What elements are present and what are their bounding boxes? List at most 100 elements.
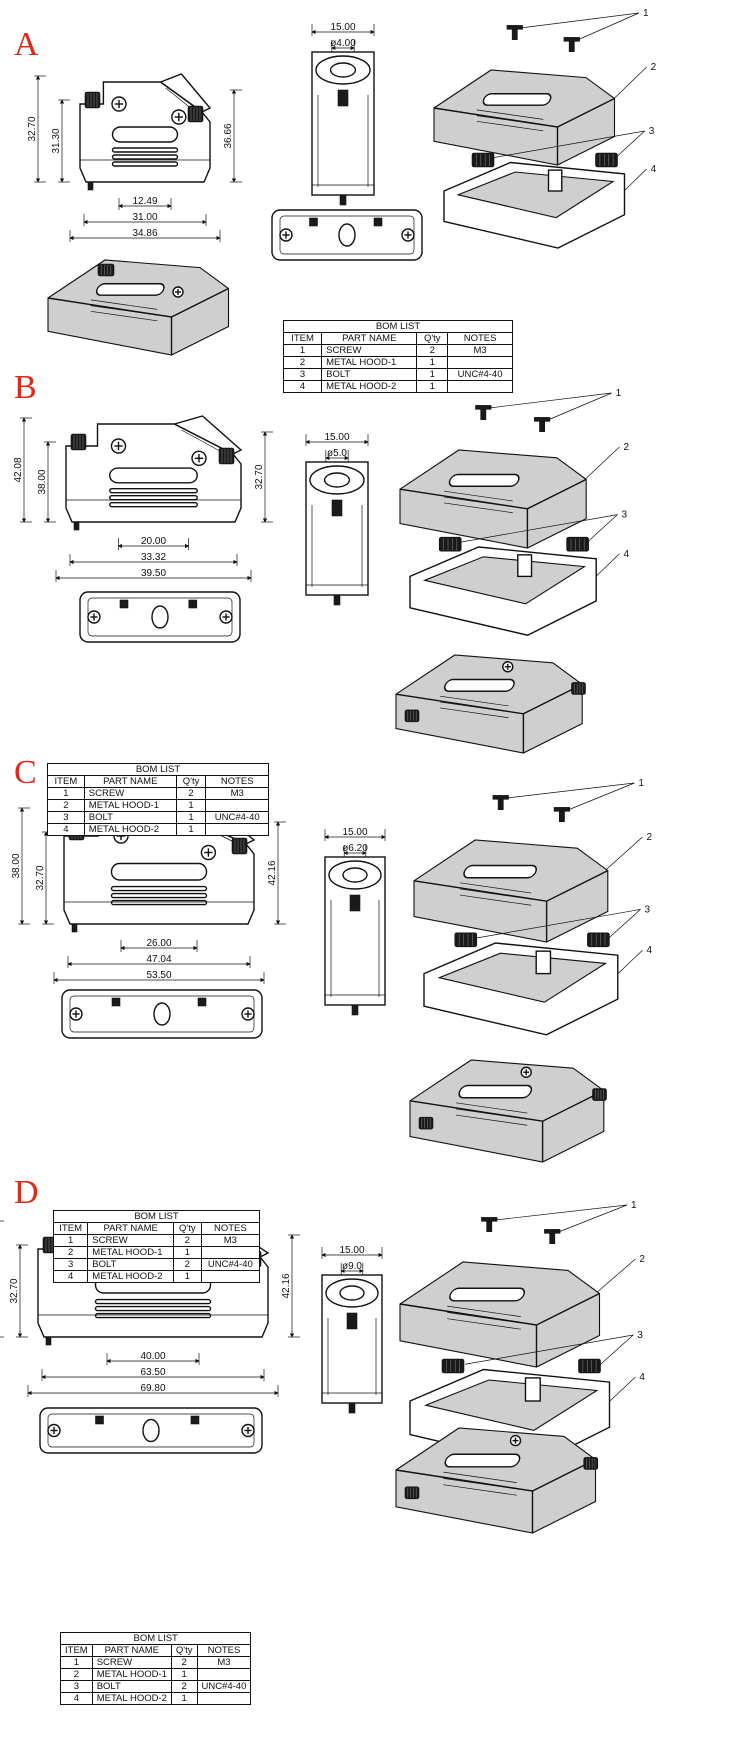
exploded-bolt-right-knob — [595, 152, 618, 168]
bom-cell — [196, 1692, 252, 1705]
side-bolt-tip — [351, 1004, 359, 1016]
bom-cell: UNC#4-40 — [447, 368, 513, 381]
exploded-bolt-right-knob — [587, 932, 610, 948]
dim-total-height-label: 38.00 — [11, 853, 22, 878]
front-bolt-left-knob — [70, 433, 87, 451]
dim-total-width-label: 69.80 — [140, 1383, 165, 1394]
bom-header: PART NAME — [91, 1644, 172, 1657]
vent-slot — [94, 1298, 212, 1305]
assembled-bolt-left-knob — [418, 1116, 434, 1130]
bom-cell — [205, 799, 269, 812]
iso-clamp-post — [535, 950, 552, 975]
bom-cell: SCREW — [83, 787, 177, 800]
bom-cell: METAL HOOD-2 — [87, 1270, 174, 1283]
bom-cell: 2 — [52, 1246, 89, 1259]
bom-cell — [200, 1270, 261, 1283]
bottom-hole — [142, 1418, 160, 1443]
iso-window — [463, 864, 537, 879]
bom-cell: 1 — [416, 380, 449, 393]
bom-header: PART NAME — [83, 775, 177, 788]
callout-4: 4 — [623, 549, 629, 560]
bom-cell: 1 — [172, 1270, 202, 1283]
bom-cell: UNC#4-40 — [196, 1680, 252, 1693]
bom-cell: M3 — [196, 1656, 252, 1669]
vent-slot — [111, 147, 179, 153]
dim-side-height-label: 42.16 — [267, 860, 278, 885]
front-bolt-right-knob — [218, 447, 235, 465]
exploded-screw-2-head — [563, 37, 580, 42]
bom-cell: METAL HOOD-2 — [321, 380, 418, 393]
vent-slot — [111, 161, 179, 167]
bom-cell: 2 — [175, 787, 207, 800]
bom-title: BOM LIST — [53, 1210, 260, 1223]
vent-slot — [94, 1305, 212, 1312]
bom-cell: METAL HOOD-1 — [83, 799, 177, 812]
dim-body-height-label: 32.70 — [35, 865, 46, 890]
exploded-metal-hood-1 — [433, 69, 616, 166]
iso-window — [449, 1287, 525, 1302]
bom-cell: 1 — [170, 1668, 198, 1681]
bom-cell: 3 — [47, 811, 85, 824]
vent-slot — [110, 885, 208, 892]
callout-4: 4 — [639, 1372, 645, 1383]
side-bolt-tip — [339, 194, 347, 206]
iso-window — [444, 1453, 521, 1468]
bom-cell: 1 — [47, 787, 85, 800]
callout-2: 2 — [647, 832, 653, 843]
iso-clamp-post — [524, 1377, 541, 1402]
side-bolt — [349, 894, 361, 912]
assembled-connector-hood — [47, 259, 230, 356]
dim-body-height-label: 32.70 — [9, 1278, 20, 1303]
bom-cell: 4 — [60, 1692, 93, 1705]
bom-cell: 1 — [60, 1656, 93, 1669]
exploded-bolt-right-knob — [578, 1358, 601, 1374]
bom-cell — [205, 823, 269, 836]
callout-3: 3 — [649, 126, 655, 137]
exploded-metal-hood-1 — [399, 1261, 601, 1368]
bom-cell: 2 — [170, 1656, 198, 1669]
bom-cell: 3 — [52, 1258, 89, 1271]
bom-cell: 2 — [47, 799, 85, 812]
assembled-connector-hood — [395, 654, 583, 754]
bom-title: BOM LIST — [283, 320, 513, 333]
dim-hole-dia-label: ø5.0 — [327, 448, 347, 459]
dim-body-width-label: 31.00 — [132, 212, 157, 223]
bom-cell: 1 — [175, 823, 207, 836]
bom-cell: 4 — [282, 380, 323, 393]
assembled-bolt-right-knob — [571, 682, 586, 695]
bom-cell: SCREW — [91, 1656, 172, 1669]
bom-cell: 1 — [172, 1246, 202, 1259]
bom-cell: 1 — [282, 344, 323, 357]
bom-header: Q'ty — [172, 1222, 202, 1235]
bom-header: NOTES — [447, 332, 513, 345]
iso-window — [95, 283, 165, 296]
dim-total-height-label: 42.08 — [13, 457, 24, 482]
bom-cell: METAL HOOD-1 — [321, 356, 418, 369]
vent-window — [109, 467, 198, 484]
front-bolt-left-knob — [84, 91, 101, 109]
bom-header: Q'ty — [175, 775, 207, 788]
front-bolt-right-knob — [231, 837, 248, 855]
bom-title: BOM LIST — [47, 763, 269, 776]
callout-2: 2 — [639, 1254, 645, 1265]
exploded-screw-1-head — [506, 25, 523, 30]
exploded-screw-1-shank — [497, 798, 504, 810]
dim-hole-dia-label: ø9.0 — [342, 1261, 362, 1272]
bom-header: PART NAME — [321, 332, 418, 345]
exploded-screw-2-shank — [549, 1233, 556, 1245]
exploded-bolt-left-knob — [454, 932, 478, 948]
dim-body-height-label: 31.30 — [51, 128, 62, 153]
